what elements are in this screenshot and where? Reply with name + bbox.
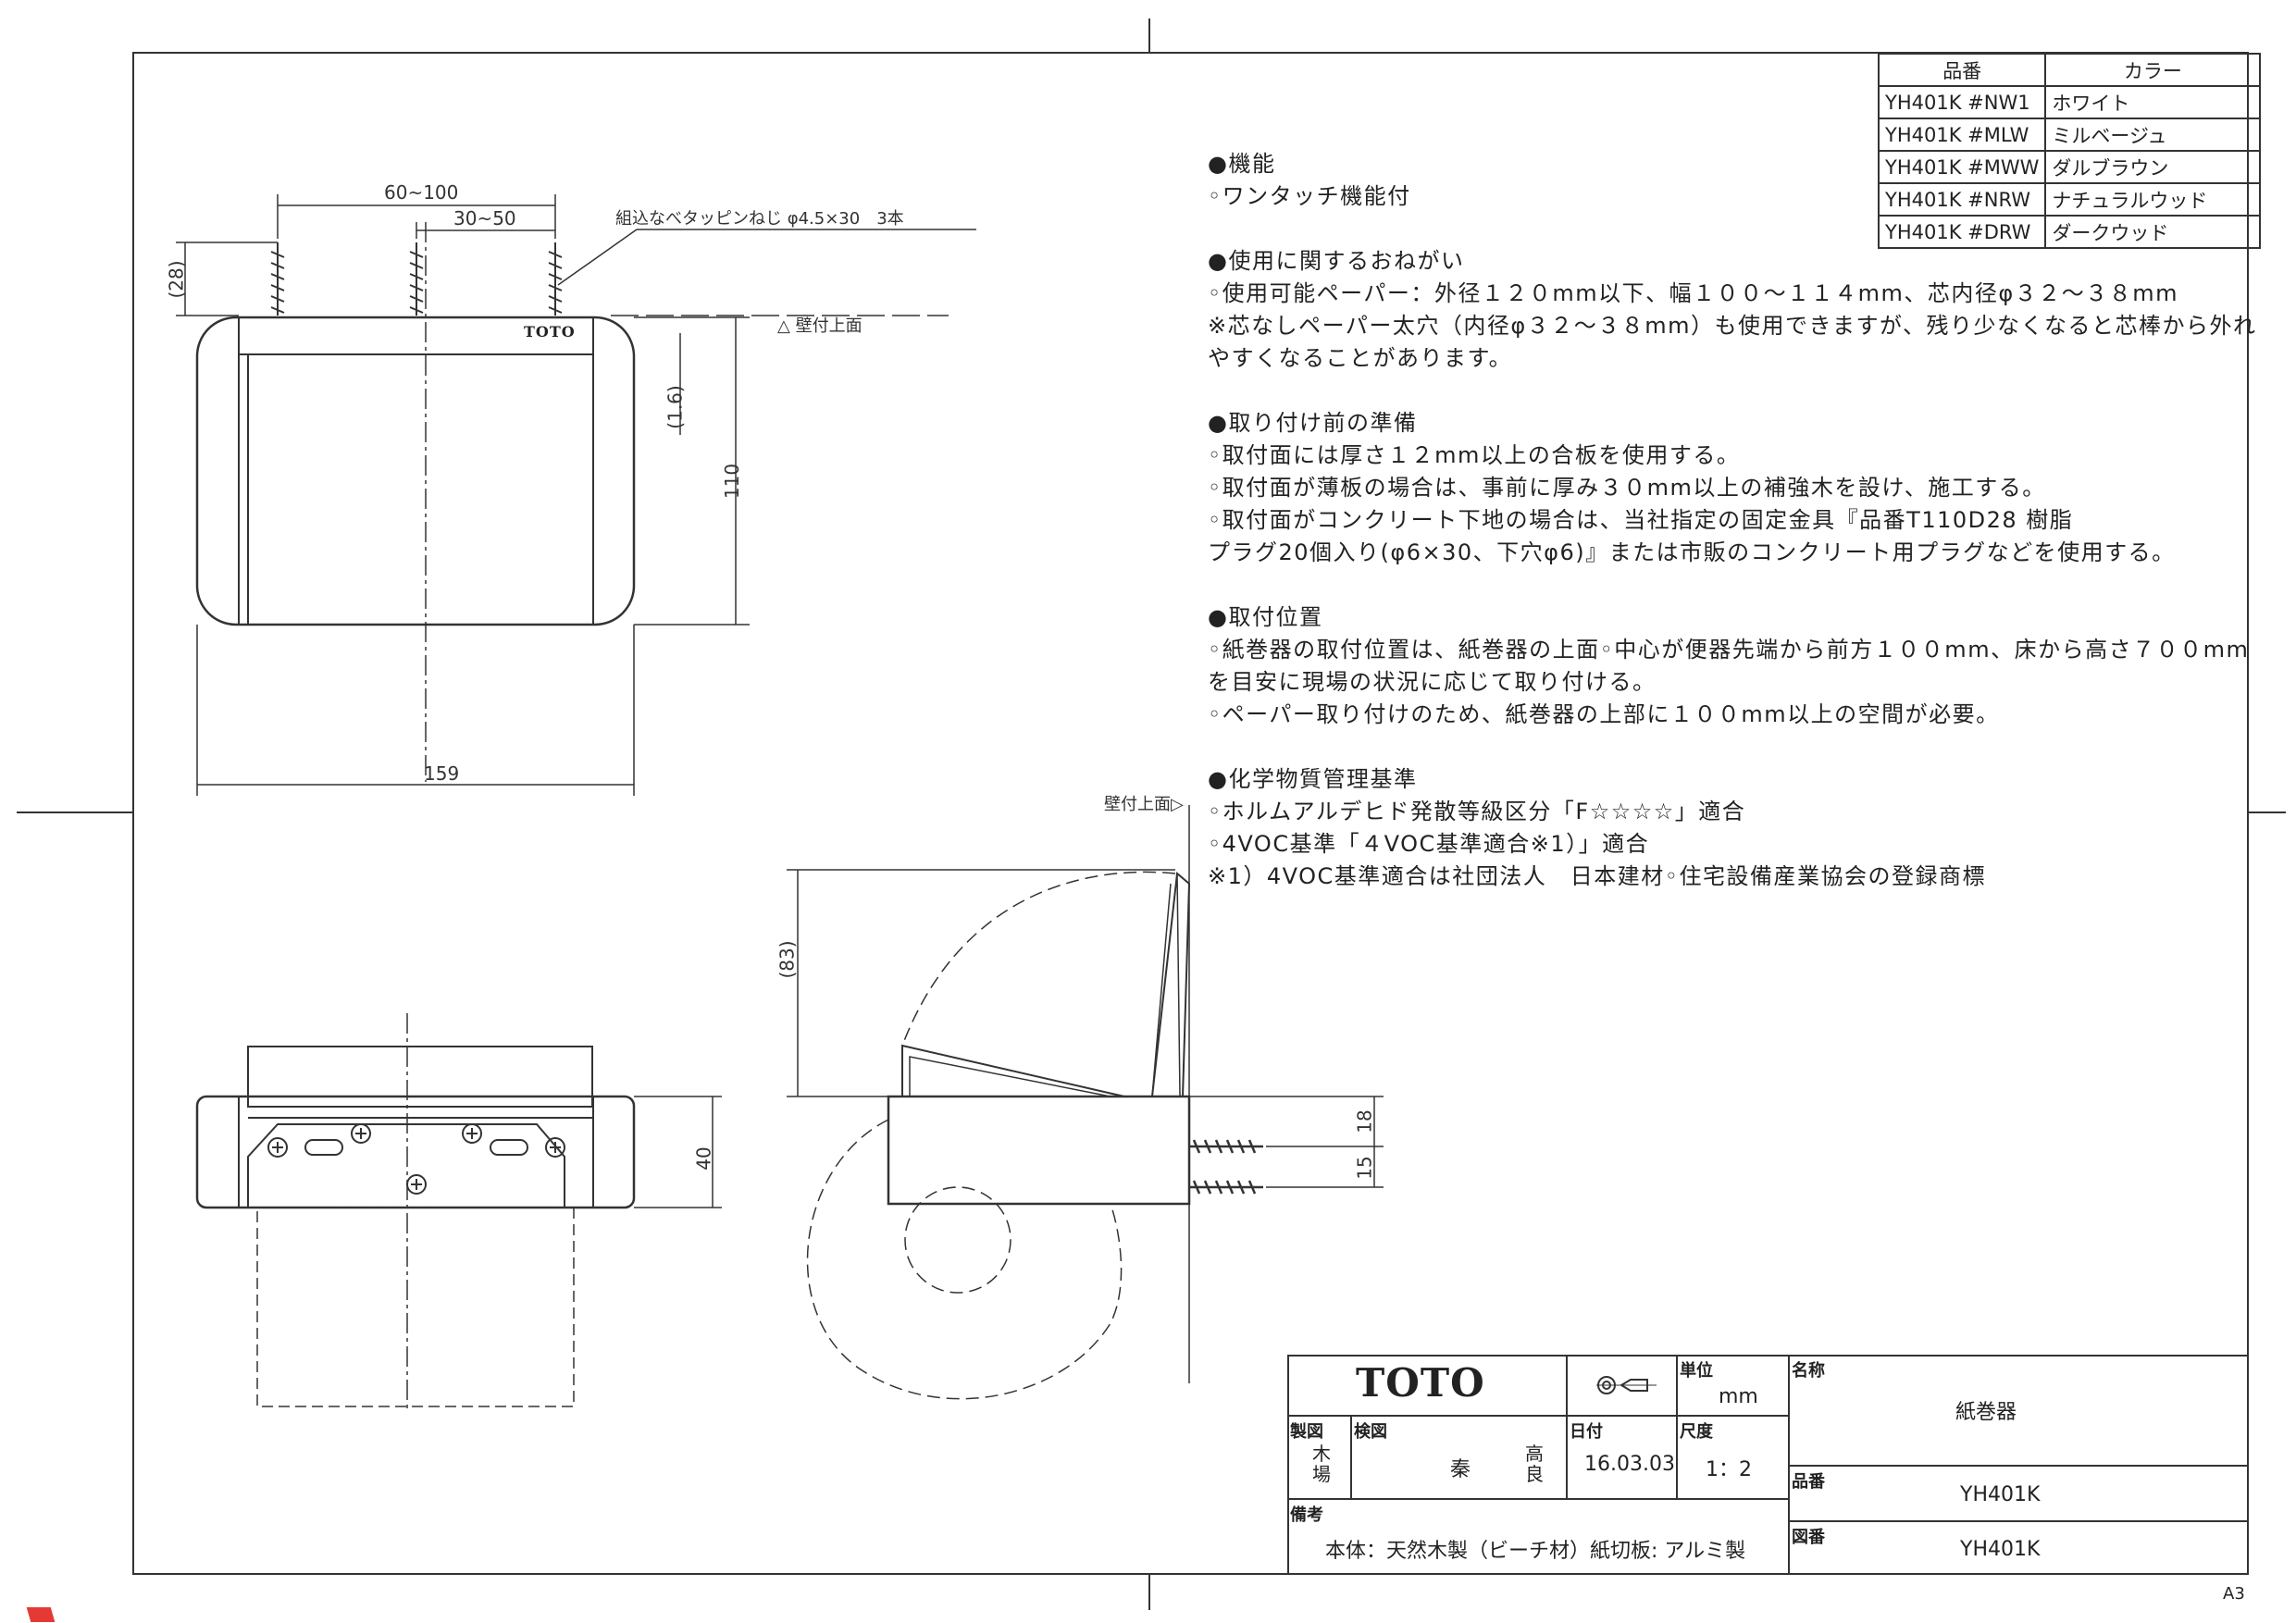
dim-1-6: (1.6) <box>664 385 687 429</box>
corner-mark <box>26 1607 56 1622</box>
screws-front <box>270 242 563 316</box>
product-label: 品番 <box>1792 1472 1825 1492</box>
product-code: YH401K #NRW <box>1877 182 2047 217</box>
drawing-number-label: 図番 <box>1792 1528 1825 1547</box>
note-title: ●取付位置 <box>1208 604 1323 630</box>
color-name: ホワイト <box>2044 85 2262 119</box>
date-value: 16.03.03 <box>1584 1453 1675 1476</box>
dim-60-100: 60~100 <box>384 181 459 204</box>
dim-18: 18 <box>1353 1109 1376 1134</box>
note-line: やすくなることがあります。 <box>1208 345 1513 371</box>
toto-logo: TOTO <box>1356 1360 1485 1406</box>
wall-top-label: △ 壁付上面 <box>777 316 863 336</box>
color-name: ミルベージュ <box>2044 118 2262 152</box>
note-line: ◦ペーパー取り付けのため、紙巻器の上部に１００mm以上の空間が必要。 <box>1208 701 2000 727</box>
drawing-number-value: YH401K <box>1960 1538 2041 1561</box>
drawn-label: 製図 <box>1290 1422 1323 1442</box>
body-logo: TOTO <box>524 323 576 341</box>
product-code: YH401K #MLW <box>1877 118 2047 152</box>
sheet-size: A3 <box>2223 1584 2245 1604</box>
note-line: ◦ホルムアルデヒド発散等級区分「F☆☆☆☆」適合 <box>1208 799 1746 824</box>
note-line: ◦4VOC基準「４VOC基準適合※1）」適合 <box>1208 831 1650 857</box>
product-code: YH401K #NW1 <box>1877 85 2047 119</box>
name-value: 紙巻器 <box>1955 1401 2017 1424</box>
drawn-value: 木場 <box>1312 1443 1331 1485</box>
note-line: ◦使用可能ペーパー：外径１２０mm以下、幅１００～１１４mm、芯内径φ３２～３８… <box>1208 280 2179 306</box>
note-line: ※1）4VOC基準適合は社団法人 日本建材◦住宅設備産業協会の登録商標 <box>1208 863 1986 889</box>
dim-40: 40 <box>692 1146 715 1171</box>
remarks-value: 本体：天然木製（ビーチ材）紙切板: アルミ製 <box>1325 1540 1746 1563</box>
note-section: ●化学物質管理基準 ◦ホルムアルデヒド発散等級区分「F☆☆☆☆」適合 ◦4VOC… <box>1208 763 2253 893</box>
note-title: ●機能 <box>1208 151 1276 177</box>
color-name: ナチュラルウッド <box>2044 182 2262 217</box>
unit-label: 単位 <box>1680 1361 1713 1381</box>
dim-15: 15 <box>1353 1156 1376 1180</box>
note-line: ◦取付面がコンクリート下地の場合は、当社指定の固定金具『品番T110D28 樹脂 <box>1208 507 2074 533</box>
note-section: ●機能 ◦ワンタッチ機能付 <box>1208 148 2253 213</box>
screw-note: 組込なべタッピンねじ φ4.5×30 3本 <box>615 209 904 229</box>
note-title: ●使用に関するおねがい <box>1208 248 1465 274</box>
dim-28: (28) <box>165 260 188 299</box>
dim-30-50: 30~50 <box>453 207 516 229</box>
scale-label: 尺度 <box>1680 1422 1713 1442</box>
note-line: ◦取付面には厚さ１２mm以上の合板を使用する。 <box>1208 442 1741 468</box>
product-value: YH401K <box>1960 1483 2041 1506</box>
wall-top-side-label: 壁付上面▷ <box>1104 795 1184 814</box>
checked-label: 検図 <box>1354 1422 1387 1442</box>
name-label: 名称 <box>1792 1361 1825 1381</box>
color-table-header-code: 品番 <box>1877 53 2047 87</box>
front-view <box>176 194 976 796</box>
note-title: ●取り付け前の準備 <box>1208 410 1418 436</box>
product-code: YH401K #MWW <box>1877 150 2047 184</box>
note-title: ●化学物質管理基準 <box>1208 766 1418 792</box>
dim-110: 110 <box>721 463 744 500</box>
scale-value: 1：2 <box>1706 1458 1752 1481</box>
note-line: ※芯なしペーパー太穴（内径φ３２～３８mm）も使用できますが、残り少なくなると芯… <box>1208 313 2257 339</box>
note-section: ●使用に関するおねがい ◦使用可能ペーパー：外径１２０mm以下、幅１００～１１４… <box>1208 245 2257 375</box>
note-line: ◦紙巻器の取付位置は、紙巻器の上面◦中心が便器先端から前方１００mm、床から高さ… <box>1208 637 2250 663</box>
bottom-view <box>195 1013 722 1411</box>
dim-83: (83) <box>776 940 799 979</box>
note-line: ◦取付面が薄板の場合は、事前に厚み３０mm以上の補強木を設け、施工する。 <box>1208 475 2046 501</box>
note-line: プラグ20個入り(φ6×30、下穴φ6)』または市販のコンクリート用プラグなどを… <box>1208 539 2176 565</box>
note-line: ◦ワンタッチ機能付 <box>1208 183 1411 209</box>
color-name: ダークウッド <box>2044 215 2262 249</box>
color-name: ダルブラウン <box>2044 150 2262 184</box>
side-view <box>787 805 1384 1400</box>
notes: ●機能 ◦ワンタッチ機能付 ●使用に関するおねがい ◦使用可能ペーパー：外径１２… <box>1208 148 2257 925</box>
dim-159: 159 <box>424 762 460 785</box>
title-block-lines <box>1287 1355 2249 1575</box>
unit-value: mm <box>1719 1385 1758 1408</box>
checked-value-1: 秦 <box>1450 1458 1471 1481</box>
remarks-label: 備考 <box>1290 1505 1323 1525</box>
date-label: 日付 <box>1570 1422 1603 1442</box>
checked-value-2: 高良 <box>1525 1443 1544 1485</box>
note-line: を目安に現場の状況に応じて取り付ける。 <box>1208 669 1657 695</box>
color-table-header: 品番 カラー <box>1877 53 2262 87</box>
note-section: ●取り付け前の準備 ◦取付面には厚さ１２mm以上の合板を使用する。 ◦取付面が薄… <box>1208 407 2253 569</box>
note-section: ●取付位置 ◦紙巻器の取付位置は、紙巻器の上面◦中心が便器先端から前方１００mm… <box>1208 601 2253 731</box>
color-table-header-color: カラー <box>2044 53 2262 87</box>
product-code: YH401K #DRW <box>1877 215 2047 249</box>
